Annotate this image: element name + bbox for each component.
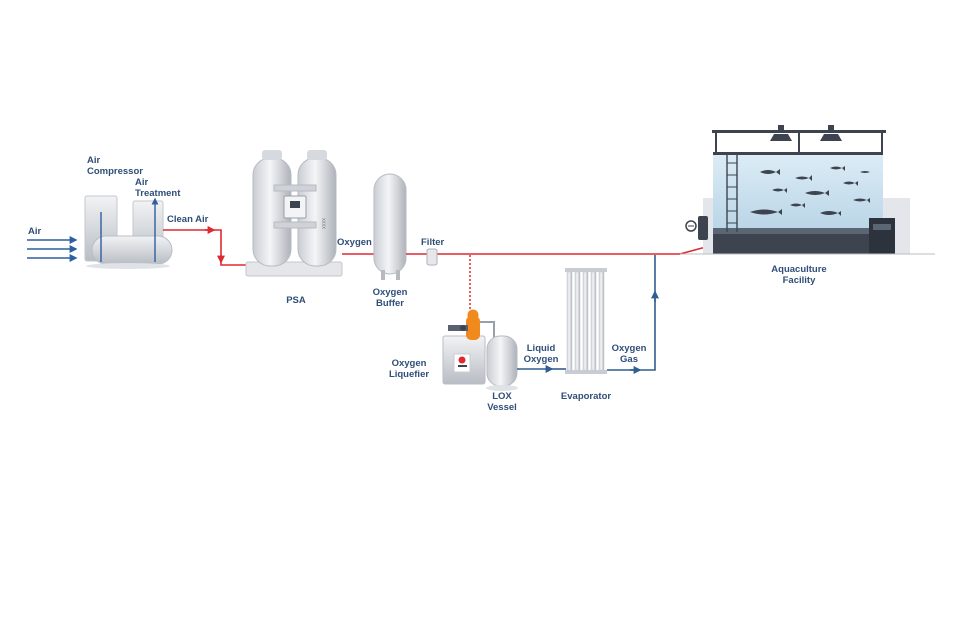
oxygen-liquefier — [442, 309, 495, 385]
ladder-icon — [726, 154, 738, 232]
label-aquaculture-facility: Aquaculture Facility — [771, 264, 827, 286]
label-clean-air: Clean Air — [167, 214, 209, 225]
oxygen-gas-line — [607, 255, 659, 374]
label-evaporator: Evaporator — [560, 391, 612, 402]
filter-housing — [426, 248, 438, 266]
main-oxygen-line — [406, 231, 740, 266]
label-oxygen-liquefier: Oxygen Liquefier — [388, 358, 430, 380]
valve-icon — [448, 325, 468, 331]
label-oxygen-buffer: Oxygen Buffer — [372, 287, 408, 309]
label-lox-vessel: LOX Vessel — [487, 391, 517, 413]
oxygen-buffer-tank — [373, 173, 407, 280]
brand-badge-icon — [458, 356, 466, 364]
lox-vessel — [486, 335, 518, 391]
label-psa: PSA — [286, 295, 306, 306]
svg-text:XXXX: XXXX — [321, 218, 326, 229]
clean-air-line — [163, 226, 258, 266]
label-air-compressor: Air Compressor — [87, 155, 143, 177]
label-filter: Filter — [421, 237, 445, 248]
label-air-treatment: Air Treatment — [135, 177, 181, 199]
evaporator — [565, 268, 607, 374]
air-inlet-arrows — [27, 236, 78, 262]
label-liquid-oxygen: Liquid Oxygen — [523, 343, 559, 365]
label-oxygen: Oxygen — [337, 237, 372, 248]
fish-icon — [750, 166, 870, 216]
air-compressor-unit — [84, 195, 173, 269]
label-air: Air — [28, 226, 42, 237]
aquaculture-facility — [680, 125, 935, 255]
psa-generator: XXXX — [245, 150, 343, 277]
label-oxygen-gas: Oxygen Gas — [611, 343, 647, 365]
